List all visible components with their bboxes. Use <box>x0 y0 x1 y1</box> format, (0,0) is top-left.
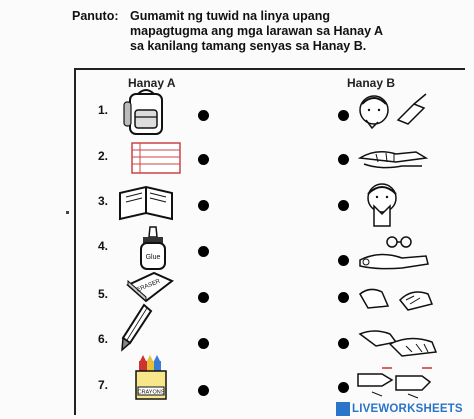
sign-5-icon <box>359 288 434 311</box>
backpack-icon <box>123 89 163 135</box>
glue-label: Glue <box>146 254 161 261</box>
item-number-1: 1. <box>98 103 109 117</box>
instructions-text: Gumamit ng tuwid na linya upang mapagtug… <box>130 9 383 53</box>
dot-a-5[interactable] <box>198 292 209 303</box>
dot-b-7[interactable] <box>338 382 349 393</box>
instructions-label: Panuto: <box>72 9 119 23</box>
sign-7-icon <box>357 367 432 399</box>
item-number-5: 5. <box>98 287 109 301</box>
dot-a-4[interactable] <box>198 246 209 257</box>
sign-4-icon <box>359 236 429 270</box>
dot-b-6[interactable] <box>338 338 349 349</box>
dot-a-3[interactable] <box>198 200 209 211</box>
dot-b-2[interactable] <box>338 154 349 165</box>
dot-b-5[interactable] <box>338 292 349 303</box>
liveworksheets-mark-icon <box>336 402 350 416</box>
sign-1-icon <box>359 93 427 130</box>
glue-icon: Glue <box>140 226 166 270</box>
eraser-icon: ERASER <box>126 271 174 303</box>
item-number-3: 3. <box>98 194 109 208</box>
dot-b-1[interactable] <box>338 110 349 121</box>
sign-3-icon <box>367 183 397 227</box>
paper-icon <box>131 142 181 174</box>
stray-mark <box>66 211 69 214</box>
liveworksheets-logo: LIVEWORKSHEETS <box>336 401 470 417</box>
pencil-icon <box>121 303 153 352</box>
item-number-2: 2. <box>98 149 109 163</box>
dot-a-6[interactable] <box>198 338 209 349</box>
item-number-4: 4. <box>98 239 109 253</box>
item-number-7: 7. <box>98 378 109 392</box>
dot-a-7[interactable] <box>198 385 209 396</box>
crayons-label: CRAYONS <box>138 390 165 396</box>
liveworksheets-brand: LIVEWORKSHEETS <box>352 403 463 415</box>
dot-b-3[interactable] <box>338 200 349 211</box>
sign-6-icon <box>358 330 438 357</box>
item-number-6: 6. <box>98 332 109 346</box>
column-b-heading: Hanay B <box>347 76 396 90</box>
dot-a-1[interactable] <box>198 110 209 121</box>
dot-a-2[interactable] <box>198 154 209 165</box>
dot-b-4[interactable] <box>338 255 349 266</box>
crayons-icon: CRAYONS <box>135 355 167 400</box>
sign-2-icon <box>357 151 429 169</box>
matching-box <box>74 68 465 415</box>
column-a-heading: Hanay A <box>128 76 176 90</box>
book-icon <box>119 185 173 221</box>
